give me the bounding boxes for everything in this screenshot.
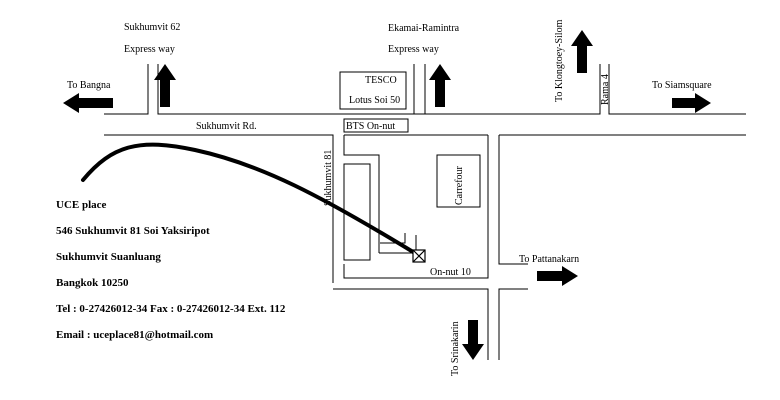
arrow-right-siamsquare-icon bbox=[672, 93, 711, 113]
route-line bbox=[81, 142, 420, 257]
label-bts-on-nut: BTS On-nut bbox=[346, 121, 395, 132]
address-line-2: Sukhumvit Suanluang bbox=[56, 251, 161, 263]
bts-on-nut-box bbox=[343, 118, 409, 133]
label-tesco: TESCO bbox=[365, 75, 397, 86]
label-rama-4: Rama 4 bbox=[600, 74, 611, 105]
address-line-1: 546 Sukhumvit 81 Soi Yaksiripot bbox=[56, 225, 210, 237]
label-to-klongtoey-silom: To Klongtoey-Silom bbox=[554, 19, 565, 102]
sukhumvit-rd-lower-edge bbox=[104, 134, 746, 283]
label-to-pattanakarn: To Pattanakarn bbox=[519, 254, 579, 265]
lower-road bbox=[333, 288, 528, 360]
address-block: UCE place 546 Sukhumvit 81 Soi Yaksiripo… bbox=[56, 199, 286, 341]
sukhumvit-81-edge bbox=[343, 135, 380, 253]
label-lotus-soi-50: Lotus Soi 50 bbox=[349, 95, 400, 106]
address-phone: Tel : 0-27426012-34 Fax : 0-27426012-34 … bbox=[56, 303, 286, 315]
tesco-lotus-building bbox=[339, 71, 407, 110]
label-to-siamsquare: To Siamsquare bbox=[652, 80, 712, 91]
arrow-down-srinakarin-icon bbox=[462, 320, 484, 360]
sukhumvit-rd-upper-edge bbox=[104, 64, 746, 115]
label-sukhumvit-62: Sukhumvit 62 bbox=[124, 22, 180, 33]
address-line-3: Bangkok 10250 bbox=[56, 277, 129, 289]
soi-inner-loop bbox=[343, 163, 371, 261]
label-to-bangna: To Bangna bbox=[67, 80, 111, 91]
label-carrefour: Carrefour bbox=[454, 165, 465, 205]
label-sukhumvit-81: Sukhumvit 81 bbox=[323, 150, 334, 206]
label-ekamai-ramintra: Ekamai-Ramintra bbox=[388, 23, 460, 34]
arrow-up-express-right-icon bbox=[429, 64, 451, 107]
carrefour-building bbox=[436, 154, 481, 208]
label-on-nut-10: On-nut 10 bbox=[430, 267, 471, 278]
arrow-up-express-left-icon bbox=[154, 64, 176, 107]
on-nut-rd-left-edge bbox=[343, 135, 489, 279]
label-sukhumvit-rd: Sukhumvit Rd. bbox=[196, 121, 257, 132]
roads bbox=[104, 64, 746, 360]
label-to-srinakarin: To Srinakarin bbox=[450, 321, 461, 376]
label-express-way-right: Express way bbox=[388, 44, 439, 55]
on-nut-rd-right-edge bbox=[498, 135, 528, 265]
arrow-left-bangna-icon bbox=[63, 93, 113, 113]
arrow-right-pattanakarn-icon bbox=[537, 266, 578, 286]
arrow-up-klongtoey-icon bbox=[571, 30, 593, 73]
destination-marker-icon bbox=[412, 249, 426, 263]
address-name: UCE place bbox=[56, 199, 107, 211]
label-express-way-left: Express way bbox=[124, 44, 175, 55]
address-email: Email : uceplace81@hotmail.com bbox=[56, 329, 213, 341]
